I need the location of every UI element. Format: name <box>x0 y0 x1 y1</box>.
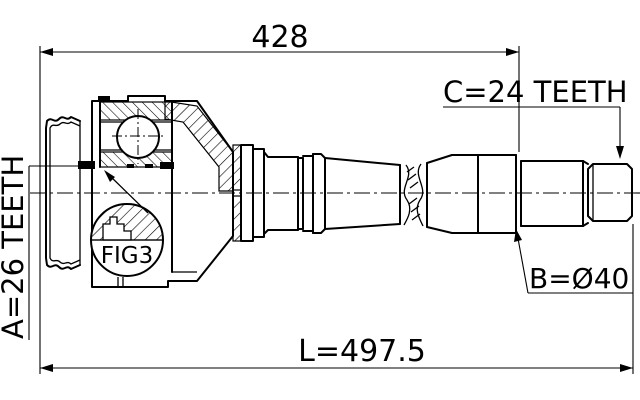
section-b40 <box>451 154 517 234</box>
outer-joint-housing <box>45 95 242 288</box>
c-teeth-text: C=24 TEETH <box>443 75 628 109</box>
dust-deflector-outer <box>45 116 81 270</box>
fig3-groove-profile <box>102 216 132 241</box>
boot-land-2 <box>252 148 265 238</box>
arrow-length-left <box>40 364 53 372</box>
spline-tick-1 <box>127 164 134 168</box>
shaft-cone-out <box>426 154 453 234</box>
b-diameter-arrow <box>514 229 522 242</box>
boot-section-bottom <box>232 195 242 242</box>
shaft-band-2 <box>312 153 326 234</box>
shaft <box>240 144 633 242</box>
fig3-label: FIG3 <box>101 243 153 269</box>
dust-deflector-inner <box>49 121 81 265</box>
spline-step-chamfer <box>582 160 589 227</box>
fig3-detail-circle: FIG3 <box>90 170 164 277</box>
dimension-length-total: L=497.5 <box>40 224 634 374</box>
snap-ring-right <box>160 162 174 169</box>
fig3-leader-arrow <box>104 170 115 182</box>
arrow-length-right <box>620 364 633 372</box>
s-break-symbol <box>403 163 424 227</box>
shaft-step-1 <box>263 151 299 235</box>
boot-section-top <box>232 144 242 191</box>
label-a-teeth: A=26 TEETH <box>0 155 78 340</box>
boot-clamp-mark <box>98 96 110 101</box>
dimension-428: 428 <box>39 20 520 374</box>
dim-428-text: 428 <box>251 20 308 55</box>
section-mid-right <box>520 160 584 227</box>
b-diameter-text: B=Ø40 <box>529 262 629 295</box>
a-teeth-text: A=26 TEETH <box>0 155 30 339</box>
spline-end <box>587 163 633 222</box>
housing-cone-wall-section <box>164 100 234 192</box>
label-b-diameter: B=Ø40 <box>514 229 633 295</box>
snap-ring-left <box>78 161 95 169</box>
arrow-428-right <box>506 48 519 56</box>
dim-length-text: L=497.5 <box>298 334 426 369</box>
shaft-band-1 <box>302 155 314 232</box>
b-diameter-leader <box>516 232 529 294</box>
shaft-taper <box>324 157 401 230</box>
arrow-428-left <box>40 48 53 56</box>
label-c-teeth: C=24 TEETH <box>443 75 628 159</box>
c-teeth-arrow <box>616 146 624 159</box>
spline-tick-2 <box>145 164 153 168</box>
